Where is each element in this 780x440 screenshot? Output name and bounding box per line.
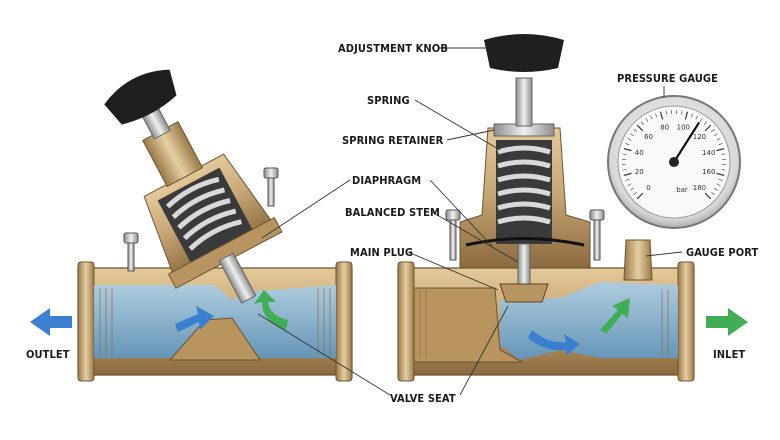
label-balanced-stem: BALANCED STEM — [345, 206, 440, 219]
gauge-scale-label: 160 — [702, 168, 715, 176]
gauge-unit-label: bar — [676, 186, 688, 194]
gauge-scale-label: 60 — [644, 133, 653, 141]
label-spring: SPRING — [367, 94, 410, 107]
outlet-arrow-icon — [30, 308, 72, 336]
label-outlet: OUTLET — [26, 348, 70, 361]
right-outlet-end — [398, 262, 414, 381]
right-knob — [484, 34, 564, 72]
right-balanced-stem — [518, 244, 530, 284]
label-diaphragm: DIAPHRAGM — [352, 174, 421, 187]
label-spring-retainer: SPRING RETAINER — [342, 134, 443, 147]
gauge-scale-label: 120 — [693, 133, 706, 141]
right-main-plug — [500, 284, 548, 302]
gauge-scale-label: 100 — [677, 124, 690, 132]
gauge-scale-label: 40 — [635, 149, 644, 157]
gauge-scale-label: 0 — [646, 184, 650, 192]
label-valve-seat: VALVE SEAT — [390, 392, 456, 405]
left-outlet-end — [78, 262, 94, 381]
label-adjustment-knob: ADJUSTMENT KNOB — [338, 42, 448, 55]
left-valve — [78, 51, 352, 381]
left-knob — [100, 62, 184, 131]
gauge-scale-label: 80 — [660, 124, 669, 132]
label-gauge-port: GAUGE PORT — [686, 246, 758, 259]
right-inlet-end — [678, 262, 694, 381]
gauge-scale-label: 180 — [693, 184, 706, 192]
label-inlet: INLET — [713, 348, 745, 361]
inlet-arrow-icon — [706, 308, 748, 336]
label-pressure-gauge: PRESSURE GAUGE — [617, 72, 718, 85]
right-gauge-port — [624, 240, 652, 280]
gauge-scale-label: 20 — [635, 168, 644, 176]
gauge-scale-label: 140 — [702, 149, 715, 157]
label-main-plug: MAIN PLUG — [350, 246, 413, 259]
